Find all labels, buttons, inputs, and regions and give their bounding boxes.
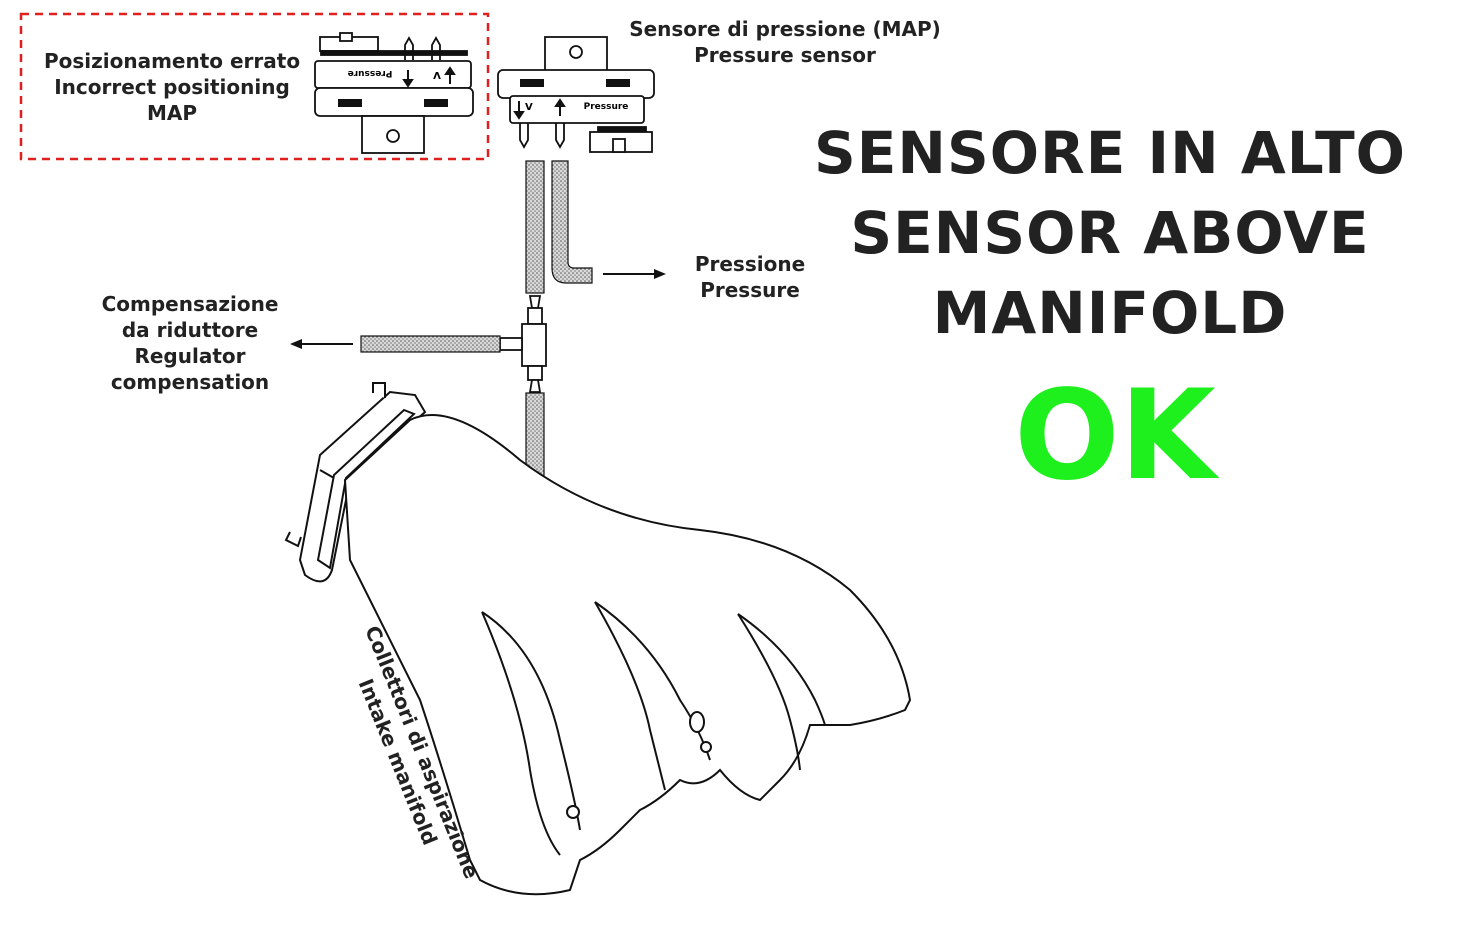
pressure-arrowhead <box>654 269 666 279</box>
pressure-hose-label: Pressione Pressure <box>680 251 820 303</box>
headline-line1: SENSORE IN ALTO <box>814 119 1406 187</box>
map-sensor-line1: Sensore di pressione (MAP) <box>629 17 941 41</box>
status-ok: OK <box>1014 364 1216 508</box>
map-sensor-line2: Pressure sensor <box>694 43 876 67</box>
incorrect-position-line1: Posizionamento errato <box>43 49 301 73</box>
compensation-line2: da riduttore <box>121 318 259 342</box>
map-sensor-label: Sensore di pressione (MAP) Pressure sens… <box>600 16 970 68</box>
map-arrows <box>513 98 566 120</box>
incorrect-position-box <box>19 12 490 161</box>
incorrect-vacuum-port-label: V <box>433 69 441 80</box>
incorrect-position-line2: Incorrect positioning <box>54 75 290 99</box>
headline-line2: SENSOR ABOVE <box>850 199 1370 267</box>
diagram-canvas: Posizionamento errato Incorrect position… <box>19 12 1460 896</box>
pressure-hose-line2: Pressure <box>700 278 800 302</box>
headline: SENSORE IN ALTO SENSOR ABOVE MANIFOLD <box>760 113 1460 353</box>
compensation-label: Compensazione da riduttore Regulator com… <box>84 291 296 395</box>
intake-manifold <box>284 382 912 896</box>
incorrect-pressure-port-label: Pressure <box>347 68 393 78</box>
incorrect-map-arrows <box>402 66 456 88</box>
pressure-hose-bend <box>551 160 593 284</box>
pressure-port-label: Pressure <box>583 102 629 112</box>
incorrect-position-line3: MAP <box>146 101 198 125</box>
t-fitting <box>499 295 547 393</box>
compensation-line4: compensation <box>110 370 270 394</box>
compensation-line3: Regulator <box>134 344 246 368</box>
vacuum-hose-upper <box>525 160 545 294</box>
compensation-arrowhead <box>290 339 302 349</box>
vacuum-port-label: V <box>525 102 533 113</box>
incorrect-map-sensor <box>314 32 474 154</box>
diagram-svg <box>19 12 912 896</box>
compensation-line1: Compensazione <box>101 292 279 316</box>
headline-line3: MANIFOLD <box>932 279 1288 347</box>
incorrect-position-label: Posizionamento errato Incorrect position… <box>24 48 320 126</box>
pressure-hose-line1: Pressione <box>694 252 806 276</box>
map-sensor <box>497 36 655 153</box>
compensation-hose <box>360 335 501 353</box>
